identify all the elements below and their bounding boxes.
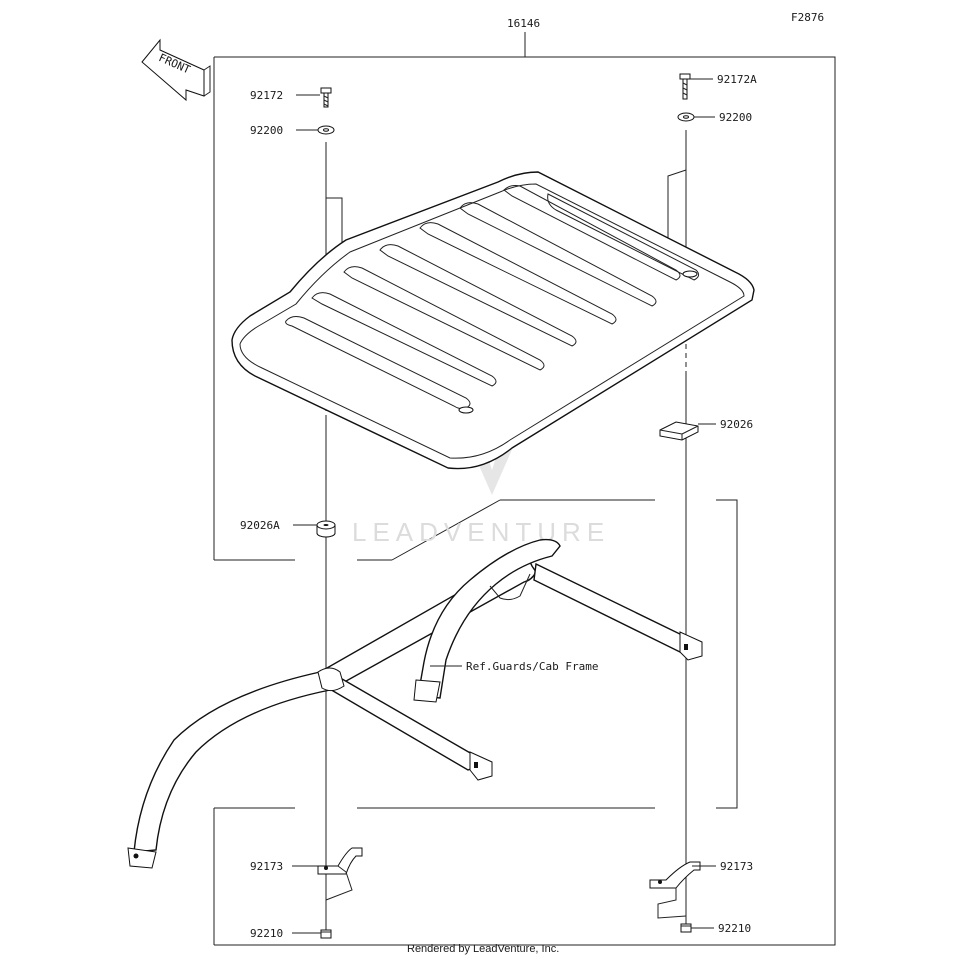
watermark-text: LEADVENTURE <box>352 517 610 547</box>
label-92026a: 92026A <box>240 519 280 532</box>
label-92210-right: 92210 <box>718 922 751 935</box>
bolt-right <box>679 73 691 100</box>
washer-left <box>317 125 335 135</box>
reference-note: Ref.Guards/Cab Frame <box>466 660 598 673</box>
label-92200-right: 92200 <box>719 111 752 124</box>
label-92200-left: 92200 <box>250 124 283 137</box>
leader-lines <box>292 78 716 934</box>
nut-right <box>680 923 692 933</box>
roof-panel <box>231 171 755 470</box>
nut-left <box>320 929 332 939</box>
clamp-right <box>649 861 701 919</box>
front-direction-arrow: FRONT <box>141 38 211 102</box>
label-92210-left: 92210 <box>250 927 283 940</box>
clamp-left <box>317 847 363 901</box>
footer-credit: Rendered by LeadVenture, Inc. <box>407 943 559 955</box>
washer-right <box>677 112 695 122</box>
assembly-number: 16146 <box>507 17 540 30</box>
label-92173-left: 92173 <box>250 860 283 873</box>
figure-code: F2876 <box>791 11 824 24</box>
cab-frame <box>127 538 703 869</box>
assembly-bracket <box>213 32 836 946</box>
label-92173-right: 92173 <box>720 860 753 873</box>
bolt-left <box>320 87 332 108</box>
label-92172: 92172 <box>250 89 283 102</box>
roof-ribs <box>285 185 700 414</box>
label-92172a: 92172A <box>717 73 757 86</box>
spacer-right <box>659 421 699 441</box>
spacer-left <box>316 520 336 538</box>
label-92026: 92026 <box>720 418 753 431</box>
